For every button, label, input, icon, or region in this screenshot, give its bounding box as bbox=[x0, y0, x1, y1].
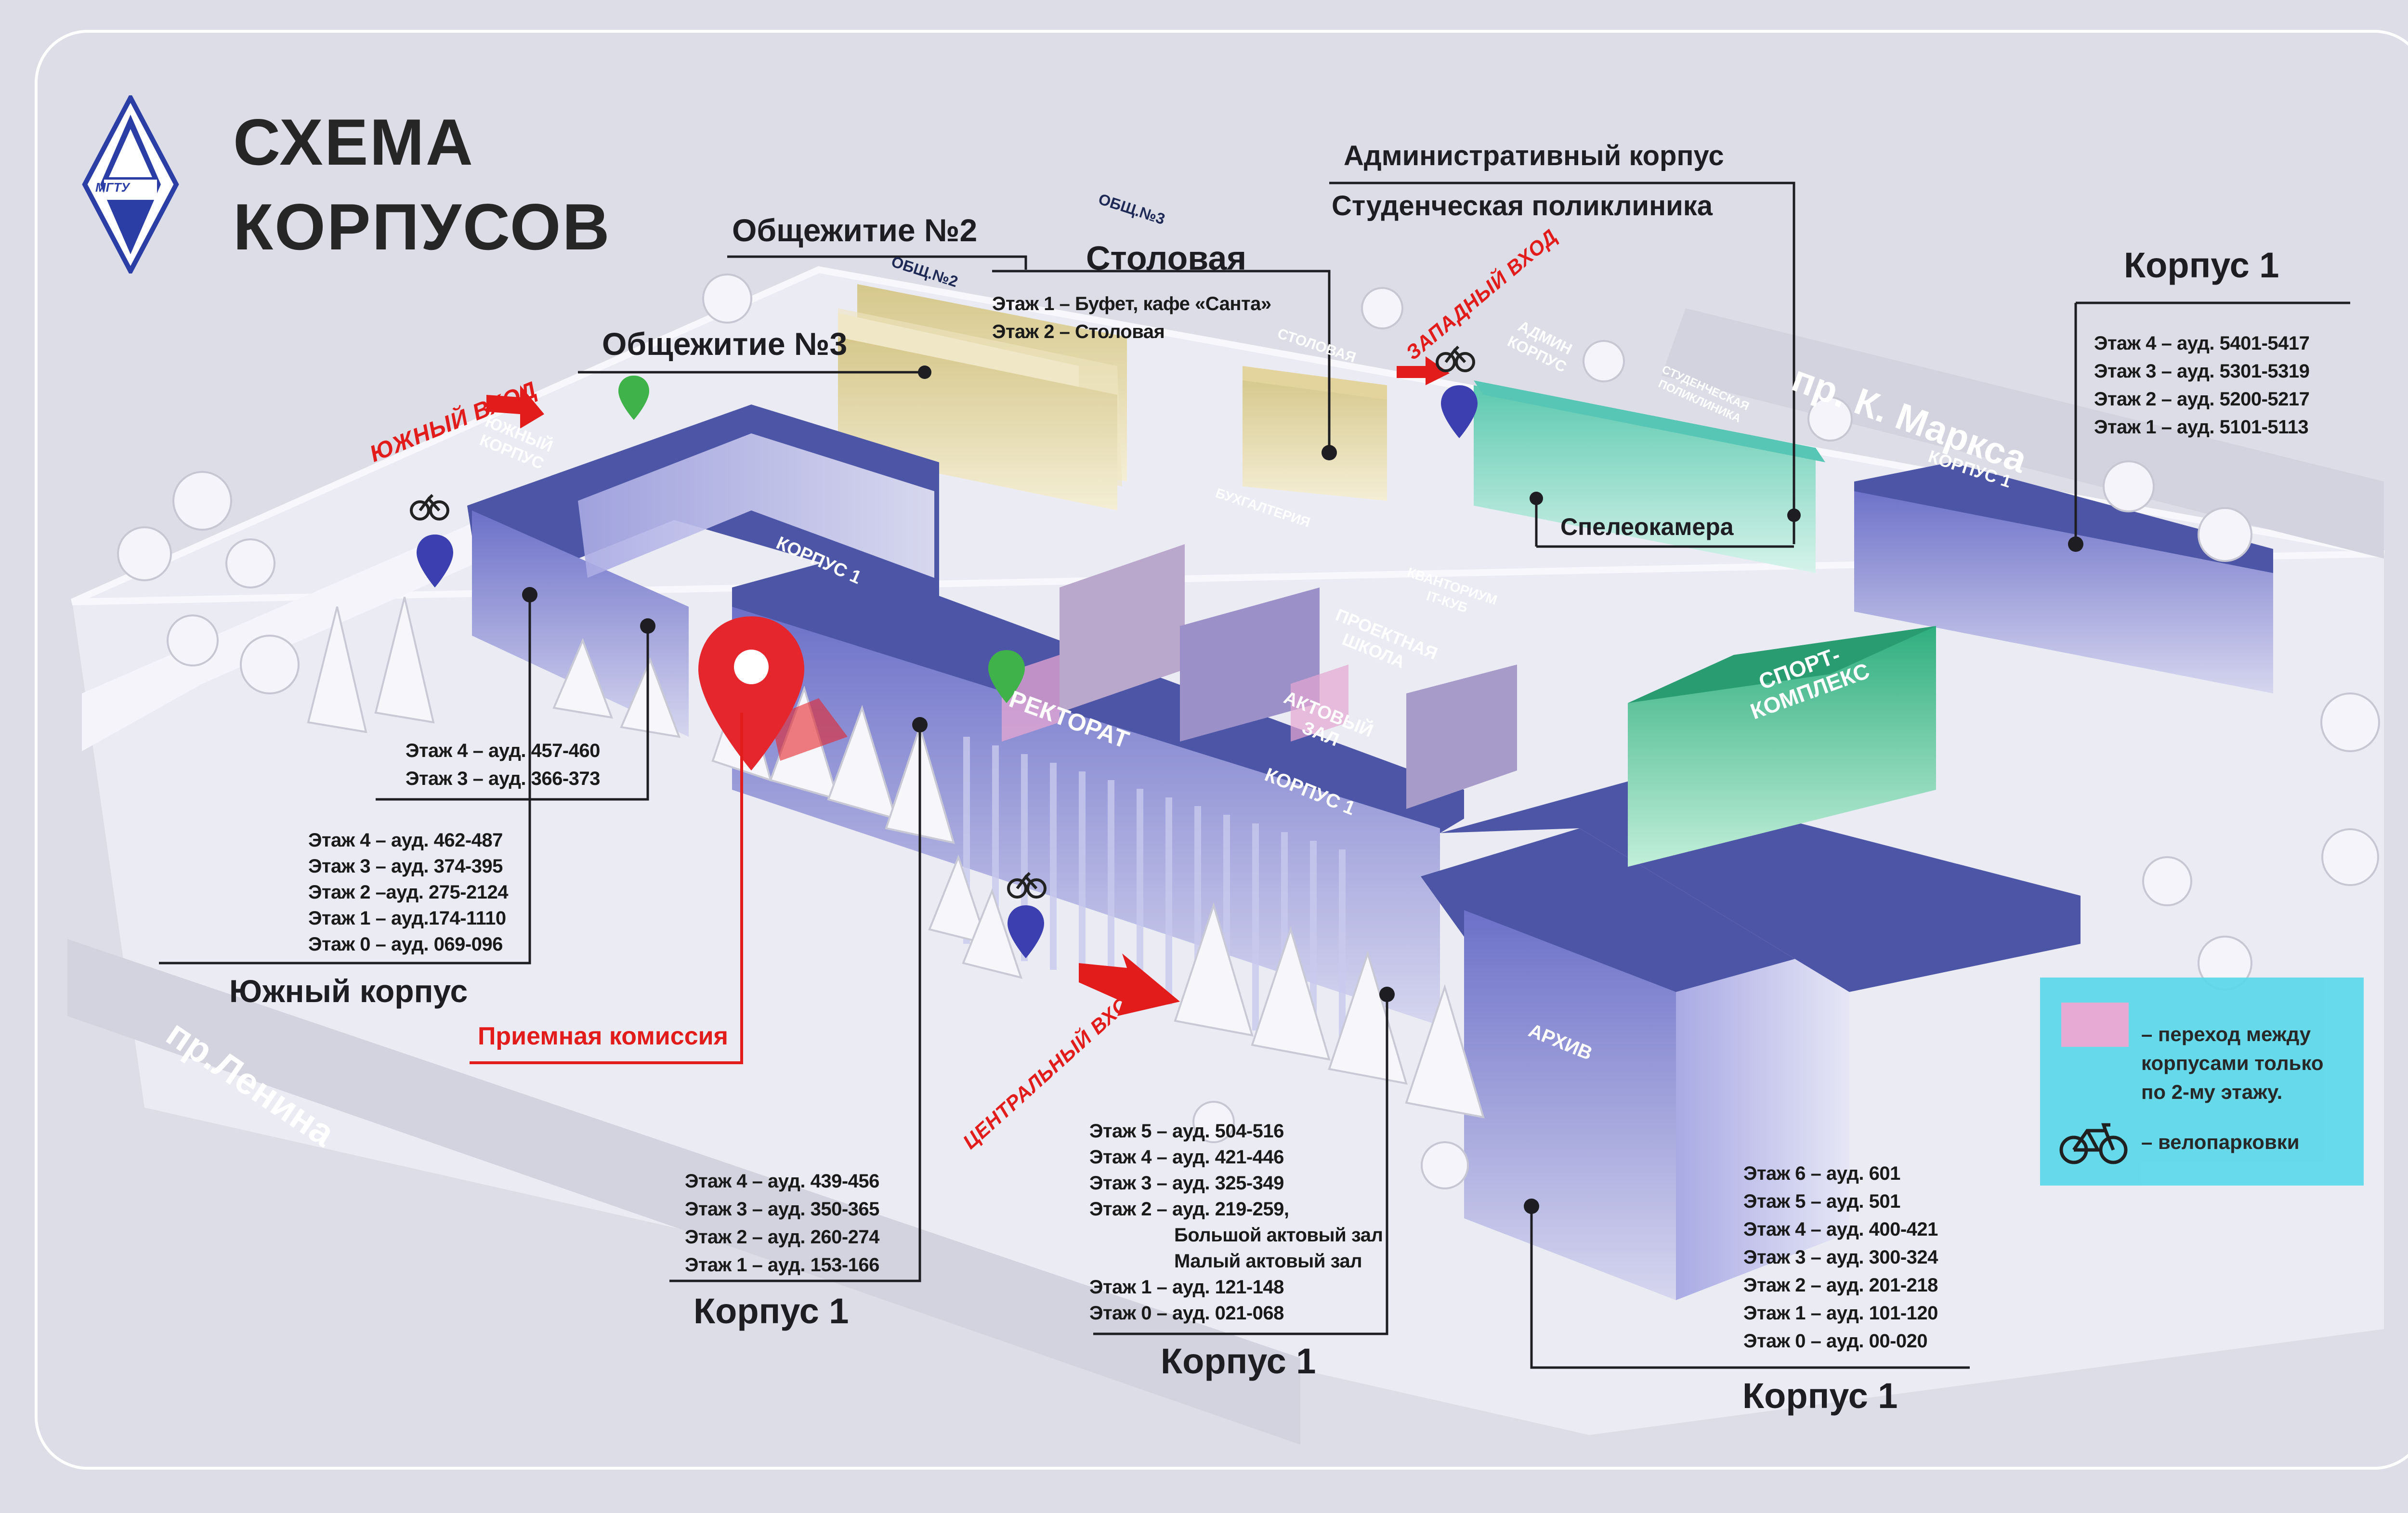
ne-korpus1-label: Корпус 1 bbox=[2124, 245, 2279, 285]
trees bbox=[307, 597, 1485, 1119]
korpus1-right-floor-5: Этаж 5 – ауд. 501 bbox=[1743, 1191, 1900, 1212]
leader-lines bbox=[159, 182, 2350, 1369]
south-entrance-arrow bbox=[486, 385, 544, 429]
south-korpus-floor-2: Этаж 2 –ауд. 275-2124 bbox=[308, 882, 509, 903]
road-karl-marx bbox=[1662, 308, 2384, 559]
ne-korpus1-floor-2: Этаж 2 – ауд. 5200-5217 bbox=[2094, 389, 2310, 410]
university-emblem-icon bbox=[82, 95, 179, 274]
south-korpus-floor-0: Этаж 0 – ауд. 069-096 bbox=[308, 934, 503, 955]
korpus1-center-floors: Этаж 5 – ауд. 504-516 Этаж 4 – ауд. 421-… bbox=[1089, 1118, 1383, 1326]
south-korpus-floor-3: Этаж 3 – ауд. 374-395 bbox=[308, 856, 503, 877]
korpus1-right-label: Корпус 1 bbox=[1742, 1376, 1898, 1416]
south-korpus-floor-4: Этаж 4 – ауд. 462-487 bbox=[308, 830, 503, 851]
korpus1-center-floor-2: Этаж 2 – ауд. 219-259, bbox=[1089, 1199, 1289, 1220]
ne-korpus1-floor-4: Этаж 4 – ауд. 5401-5417 bbox=[2094, 333, 2310, 354]
korpus1-left-floor-1: Этаж 1 – ауд. 153-166 bbox=[685, 1254, 879, 1276]
canteen-floor-1: Этаж 1 – Буфет, кафе «Санта» bbox=[992, 293, 1271, 314]
speleo-label: Спелеокамера bbox=[1560, 513, 1734, 540]
korpus1-center-big-hall: Большой актовый зал bbox=[1174, 1225, 1383, 1246]
korpus1-right-floor-0: Этаж 0 – ауд. 00-020 bbox=[1743, 1330, 1928, 1352]
korpus1-center-floor-4: Этаж 4 – ауд. 421-446 bbox=[1089, 1147, 1284, 1168]
canteen-label: Столовая bbox=[1086, 239, 1247, 277]
admissions-pin-icon bbox=[698, 616, 848, 770]
korpus1-right-building bbox=[1464, 910, 1676, 1300]
canteen-building bbox=[1243, 376, 1387, 501]
logo-text: МГТУ bbox=[95, 180, 130, 195]
korpus1-center-floor-0: Этаж 0 – ауд. 021-068 bbox=[1089, 1303, 1284, 1324]
legend-transition-text: – переход между корпусами только по 2-му… bbox=[2141, 1023, 2324, 1103]
canteen-floor-2: Этаж 2 – Столовая bbox=[992, 321, 1165, 342]
korpus1-center-label: Корпус 1 bbox=[1161, 1341, 1316, 1381]
admin-building bbox=[1474, 385, 1816, 573]
korpus1-left-floor-3: Этаж 3 – ауд. 350-365 bbox=[685, 1199, 879, 1220]
ne-korpus1-floors: Этаж 4 – ауд. 5401-5417 Этаж 3 – ауд. 53… bbox=[2094, 329, 2310, 441]
south-wing-floor-4: Этаж 4 – ауд. 457-460 bbox=[406, 740, 600, 761]
legend-bike-text: – велопарковки bbox=[2141, 1131, 2300, 1153]
map-frame bbox=[35, 30, 2408, 1470]
ne-korpus1-floor-3: Этаж 3 – ауд. 5301-5319 bbox=[2094, 361, 2310, 382]
korpus1-center-floor-5: Этаж 5 – ауд. 504-516 bbox=[1089, 1121, 1284, 1142]
legend: – переход между корпусами только по 2-му… bbox=[2040, 978, 2364, 1186]
bicycle-icon bbox=[2059, 1123, 2128, 1164]
korpus1-center-small-hall: Малый актовый зал bbox=[1174, 1251, 1362, 1272]
road-lenin bbox=[67, 939, 1300, 1445]
admissions-label: Приемная комиссия bbox=[478, 1022, 728, 1050]
korpus1-center-floor-1: Этаж 1 – ауд. 121-148 bbox=[1089, 1277, 1284, 1298]
korpus1-right-floor-6: Этаж 6 – ауд. 601 bbox=[1743, 1163, 1900, 1184]
korpus1-right-floor-4: Этаж 4 – ауд. 400-421 bbox=[1743, 1219, 1938, 1240]
admin-label: Административный корпус bbox=[1344, 140, 1724, 171]
korpus1-center-floor-3: Этаж 3 – ауд. 325-349 bbox=[1089, 1173, 1284, 1194]
korpus1-left-floors: Этаж 4 – ауд. 439-456 Этаж 3 – ауд. 350-… bbox=[685, 1167, 879, 1279]
korpus1-right-floor-1: Этаж 1 – ауд. 101-120 bbox=[1743, 1303, 1938, 1324]
page-title-line2: КОРПУСОВ bbox=[233, 190, 611, 263]
page-title-line1: СХЕМА bbox=[233, 105, 474, 179]
transition-swatch bbox=[2061, 1003, 2129, 1047]
south-korpus-label: Южный корпус bbox=[229, 973, 468, 1009]
canteen-floors: Этаж 1 – Буфет, кафе «Санта» Этаж 2 – Ст… bbox=[992, 290, 1271, 346]
central-entrance-arrow bbox=[1079, 953, 1180, 1016]
dorm3-label: Общежитие №3 bbox=[602, 326, 848, 362]
ne-korpus1-floor-1: Этаж 1 – ауд. 5101-5113 bbox=[2094, 417, 2309, 438]
south-wing-upper-floors: Этаж 4 – ауд. 457-460 Этаж 3 – ауд. 366-… bbox=[406, 737, 600, 793]
dorm2-label: Общежитие №2 bbox=[732, 212, 978, 248]
korpus1-left-label: Корпус 1 bbox=[694, 1291, 849, 1331]
south-korpus-floor-1: Этаж 1 – ауд.174-1110 bbox=[308, 908, 506, 929]
korpus1-right-floor-2: Этаж 2 – ауд. 201-218 bbox=[1743, 1275, 1938, 1296]
clinic-label: Студенческая поликлиника bbox=[1332, 190, 1713, 222]
korpus1-right-floor-3: Этаж 3 – ауд. 300-324 bbox=[1743, 1247, 1938, 1268]
korpus1-left-floor-2: Этаж 2 – ауд. 260-274 bbox=[685, 1226, 879, 1248]
south-wing-floor-3: Этаж 3 – ауд. 366-373 bbox=[406, 768, 600, 789]
korpus1-left-floor-4: Этаж 4 – ауд. 439-456 bbox=[685, 1171, 879, 1192]
south-korpus-floors: Этаж 4 – ауд. 462-487 Этаж 3 – ауд. 374-… bbox=[308, 827, 509, 957]
west-entrance-arrow bbox=[1397, 356, 1450, 385]
korpus1-ne-building bbox=[1854, 486, 2273, 693]
korpus1-right-floors: Этаж 6 – ауд. 601 Этаж 5 – ауд. 501 Этаж… bbox=[1743, 1160, 1938, 1355]
